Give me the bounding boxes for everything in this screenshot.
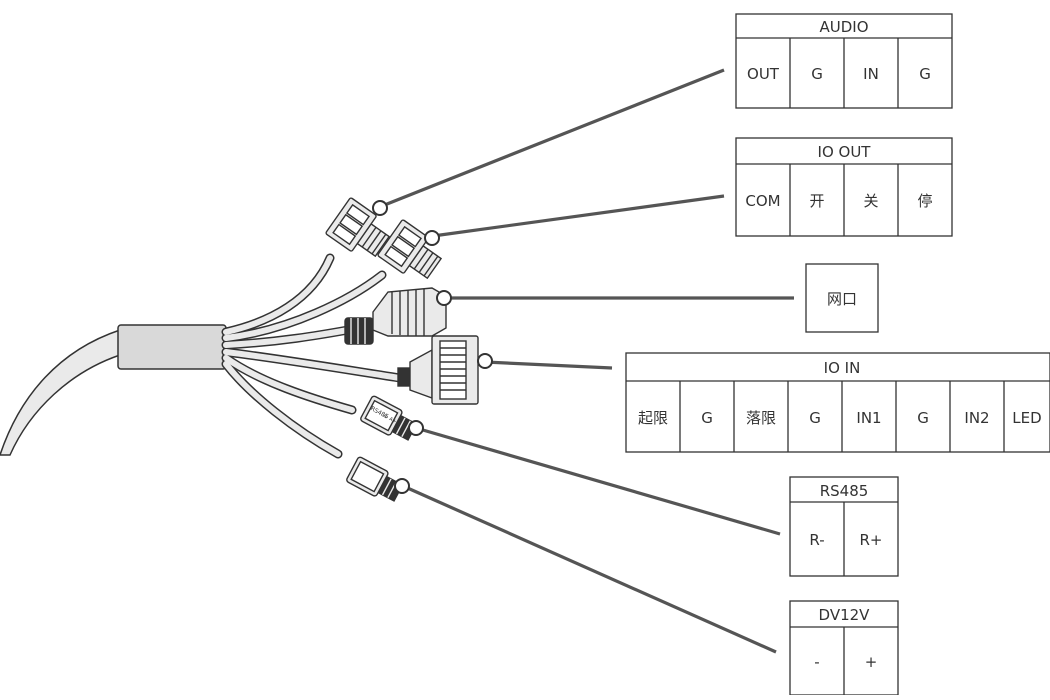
rs485-pin-box: RS485 R- R+: [789, 476, 899, 577]
audio-plug: [325, 197, 391, 258]
main-cable: [0, 324, 227, 456]
io-in-pin: 起限: [638, 409, 668, 427]
io-in-pin: LED: [1012, 409, 1041, 427]
audio-pin: OUT: [747, 65, 780, 83]
network-title: 网口: [827, 290, 857, 308]
io-out-pin: 关: [863, 192, 878, 210]
dc12v-pin: +: [865, 653, 878, 671]
network-port-box: 网口: [805, 263, 879, 333]
io-in-title: IO IN: [824, 359, 861, 377]
audio-title: AUDIO: [819, 18, 868, 36]
audio-pin: G: [811, 65, 823, 83]
dc12v-title: DV12V: [819, 606, 871, 624]
io-in-pin: IN2: [964, 409, 989, 427]
io-out-pin: 停: [917, 192, 932, 210]
io-in-pin: IN1: [856, 409, 881, 427]
audio-pin: IN: [863, 65, 879, 83]
io-in-plug: [397, 335, 479, 405]
audio-pin: G: [919, 65, 931, 83]
rs485-pin: R+: [860, 531, 883, 549]
io-in-pin: G: [701, 409, 713, 427]
io-out-pin: COM: [745, 192, 780, 210]
io-in-pin: G: [917, 409, 929, 427]
io-out-pin: 开: [809, 192, 824, 210]
rs485-pin: R-: [809, 531, 824, 549]
dc12v-pin: -: [814, 653, 819, 671]
io-in-pin: G: [809, 409, 821, 427]
rs485-title: RS485: [820, 482, 869, 500]
leader-endpoints: [372, 200, 493, 494]
rs485-plug: RS485 A- A+: [360, 395, 418, 441]
io-out-plug: [377, 219, 443, 280]
dc12v-pin-box: DV12V - +: [789, 600, 899, 696]
cable-leads: [221, 253, 405, 459]
io-in-pin: 落限: [746, 409, 776, 427]
network-plug: [344, 287, 447, 345]
io-out-title: IO OUT: [818, 143, 872, 161]
io-in-pin-box: IO IN 起限 G 落限 G IN1 G IN2 LED: [625, 352, 1050, 453]
io-out-pin-box: IO OUT COM 开 关 停: [735, 137, 953, 237]
leader-lines: [381, 68, 794, 654]
audio-pin-box: AUDIO OUT G IN G: [735, 13, 953, 109]
